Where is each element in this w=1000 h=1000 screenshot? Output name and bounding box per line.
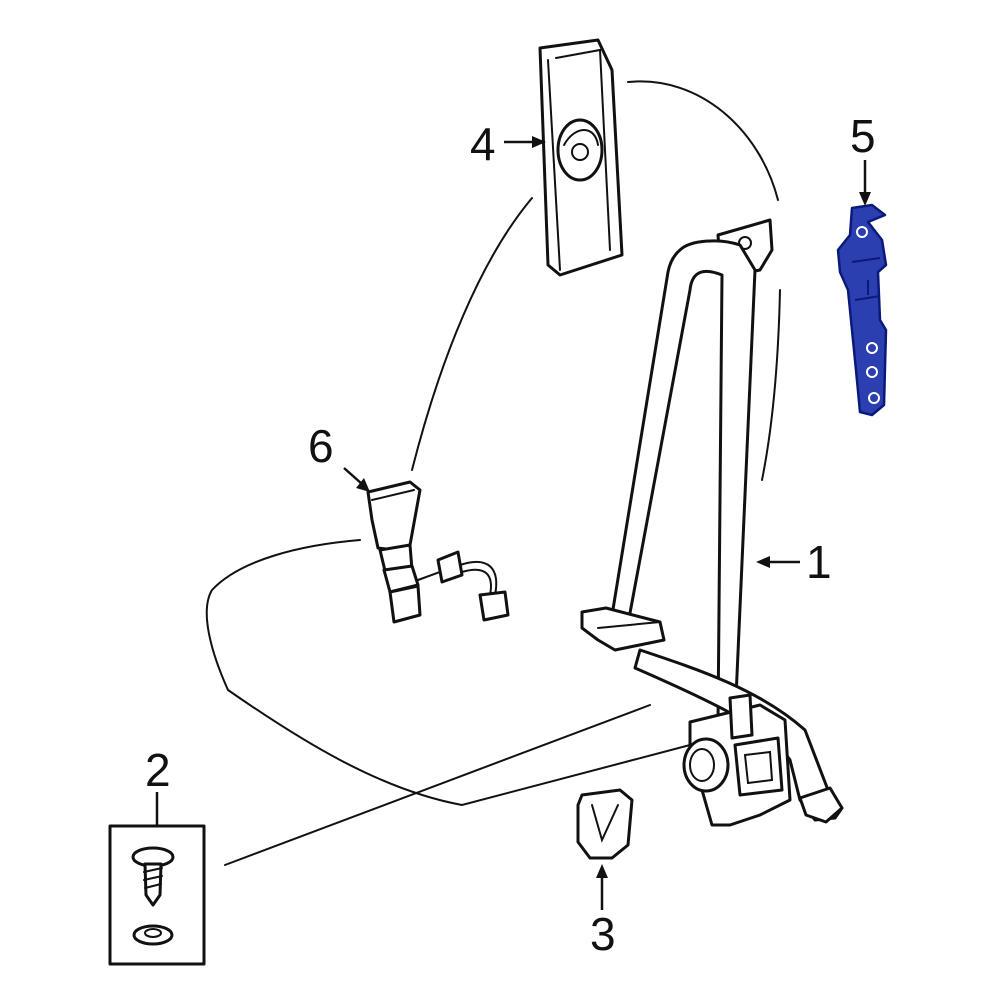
seat-outline [205, 80, 781, 866]
callout-6: 6 [308, 420, 334, 472]
callout-2: 2 [145, 744, 171, 796]
leaders [155, 136, 871, 910]
callout-3: 3 [590, 908, 616, 960]
callout-labels: 1 2 3 4 5 6 [145, 110, 876, 960]
height-adjuster[interactable] [836, 203, 888, 417]
anchor-cover[interactable] [576, 788, 634, 860]
callout-5: 5 [850, 110, 876, 162]
pillar-trim-panel[interactable] [538, 38, 624, 277]
callout-4: 4 [470, 118, 496, 170]
seat-belt-assembly[interactable] [580, 218, 844, 827]
seat-belt-buckle[interactable] [366, 480, 510, 624]
bolt-kit-box[interactable] [108, 824, 206, 966]
callout-1: 1 [806, 536, 832, 588]
